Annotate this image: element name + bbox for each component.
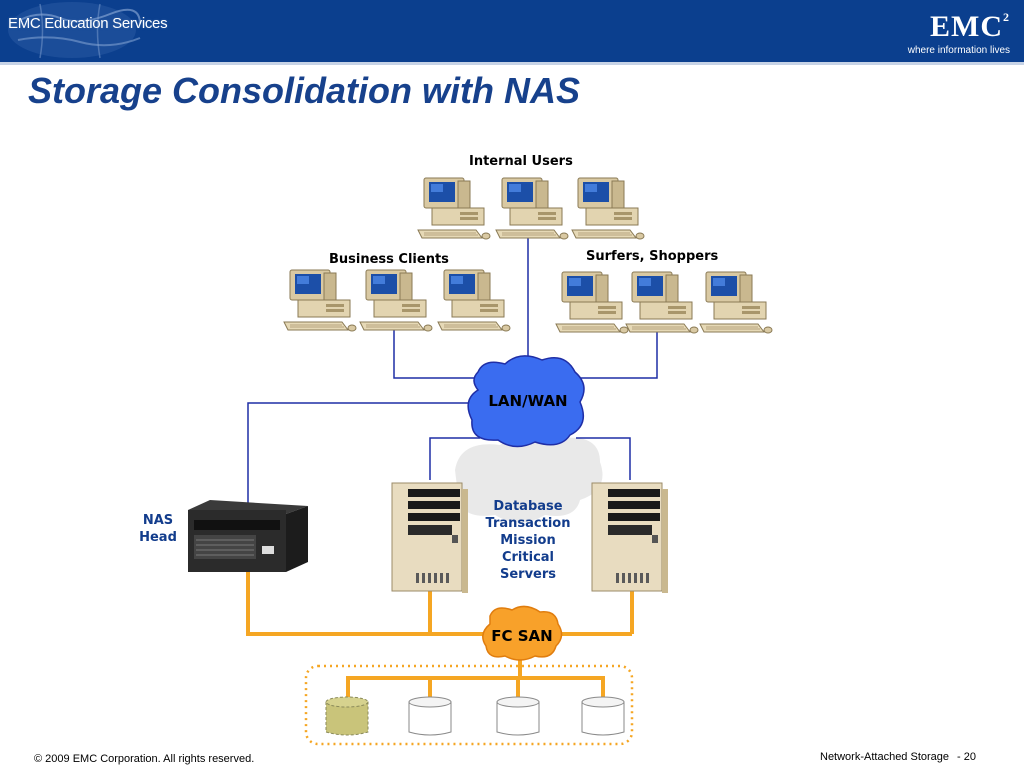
- header-bar: EMC Education Services EMC2 where inform…: [0, 0, 1024, 62]
- business-clients-label: Business Clients: [329, 252, 449, 267]
- lan-wan-label: LAN/WAN: [488, 392, 568, 410]
- nas-head-device: [188, 500, 308, 572]
- servers-label-line-1: Database: [493, 499, 563, 514]
- nas-head-label: NAS Head: [134, 512, 182, 546]
- business-client-computer-1: [283, 269, 357, 332]
- internal-user-computer-1: [417, 177, 491, 240]
- emc-tagline: where information lives: [907, 45, 1010, 56]
- lan-connections: [247, 238, 658, 505]
- nas-head-label-line-2: Head: [139, 530, 177, 545]
- emc-brand-name: EMC: [930, 10, 1003, 43]
- business-client-computer-2: [359, 269, 433, 332]
- education-services-label: EMC Education Services: [8, 15, 168, 32]
- background-cloud-shape: [455, 436, 603, 523]
- servers-label-line-3: Mission: [500, 533, 556, 548]
- slide-title: Storage Consolidation with NAS: [28, 70, 581, 111]
- internal-user-computer-3: [571, 177, 645, 240]
- servers-label-line-5: Servers: [499, 567, 557, 582]
- business-client-computer-3: [437, 269, 511, 332]
- emc-logo: EMC2 where information lives: [870, 6, 1010, 56]
- san-connections: [246, 560, 634, 698]
- internal-user-computer-2: [495, 177, 569, 240]
- emc-superscript: 2: [1003, 10, 1010, 24]
- module-name: Network-Attached Storage: [820, 751, 950, 763]
- emc-education-services-logo: EMC Education Services: [0, 0, 170, 62]
- servers-label-line-2: Transaction: [485, 516, 571, 531]
- globe-icon: [8, 2, 141, 59]
- storage-disk-active: [325, 696, 369, 736]
- copyright-notice: © 2009 EMC Corporation. All rights reser…: [34, 753, 255, 765]
- surfer-computer-2: [625, 271, 699, 334]
- nas-head-label-line-1: NAS: [142, 513, 174, 528]
- storage-disk-3: [496, 696, 540, 736]
- servers-label: Database Transaction Mission Critical Se…: [473, 498, 583, 583]
- database-server-right: [591, 482, 669, 594]
- fc-san-cloud: [482, 605, 563, 661]
- storage-disk-2: [408, 696, 452, 736]
- surfers-shoppers-label: Surfers, Shoppers: [586, 249, 719, 264]
- fc-san-label: FC SAN: [491, 627, 553, 645]
- header-divider: [0, 62, 1024, 65]
- lan-wan-cloud: [467, 355, 585, 448]
- storage-array-enclosure: [304, 664, 634, 746]
- page-number: - 20: [957, 751, 976, 763]
- surfer-computer-1: [555, 271, 629, 334]
- database-server-left: [391, 482, 469, 594]
- footer-module-info: Network-Attached Storage - 20: [820, 751, 976, 763]
- surfer-computer-3: [699, 271, 773, 334]
- internal-users-label: Internal Users: [469, 154, 573, 169]
- storage-disk-4: [581, 696, 625, 736]
- servers-label-line-4: Critical: [501, 550, 554, 565]
